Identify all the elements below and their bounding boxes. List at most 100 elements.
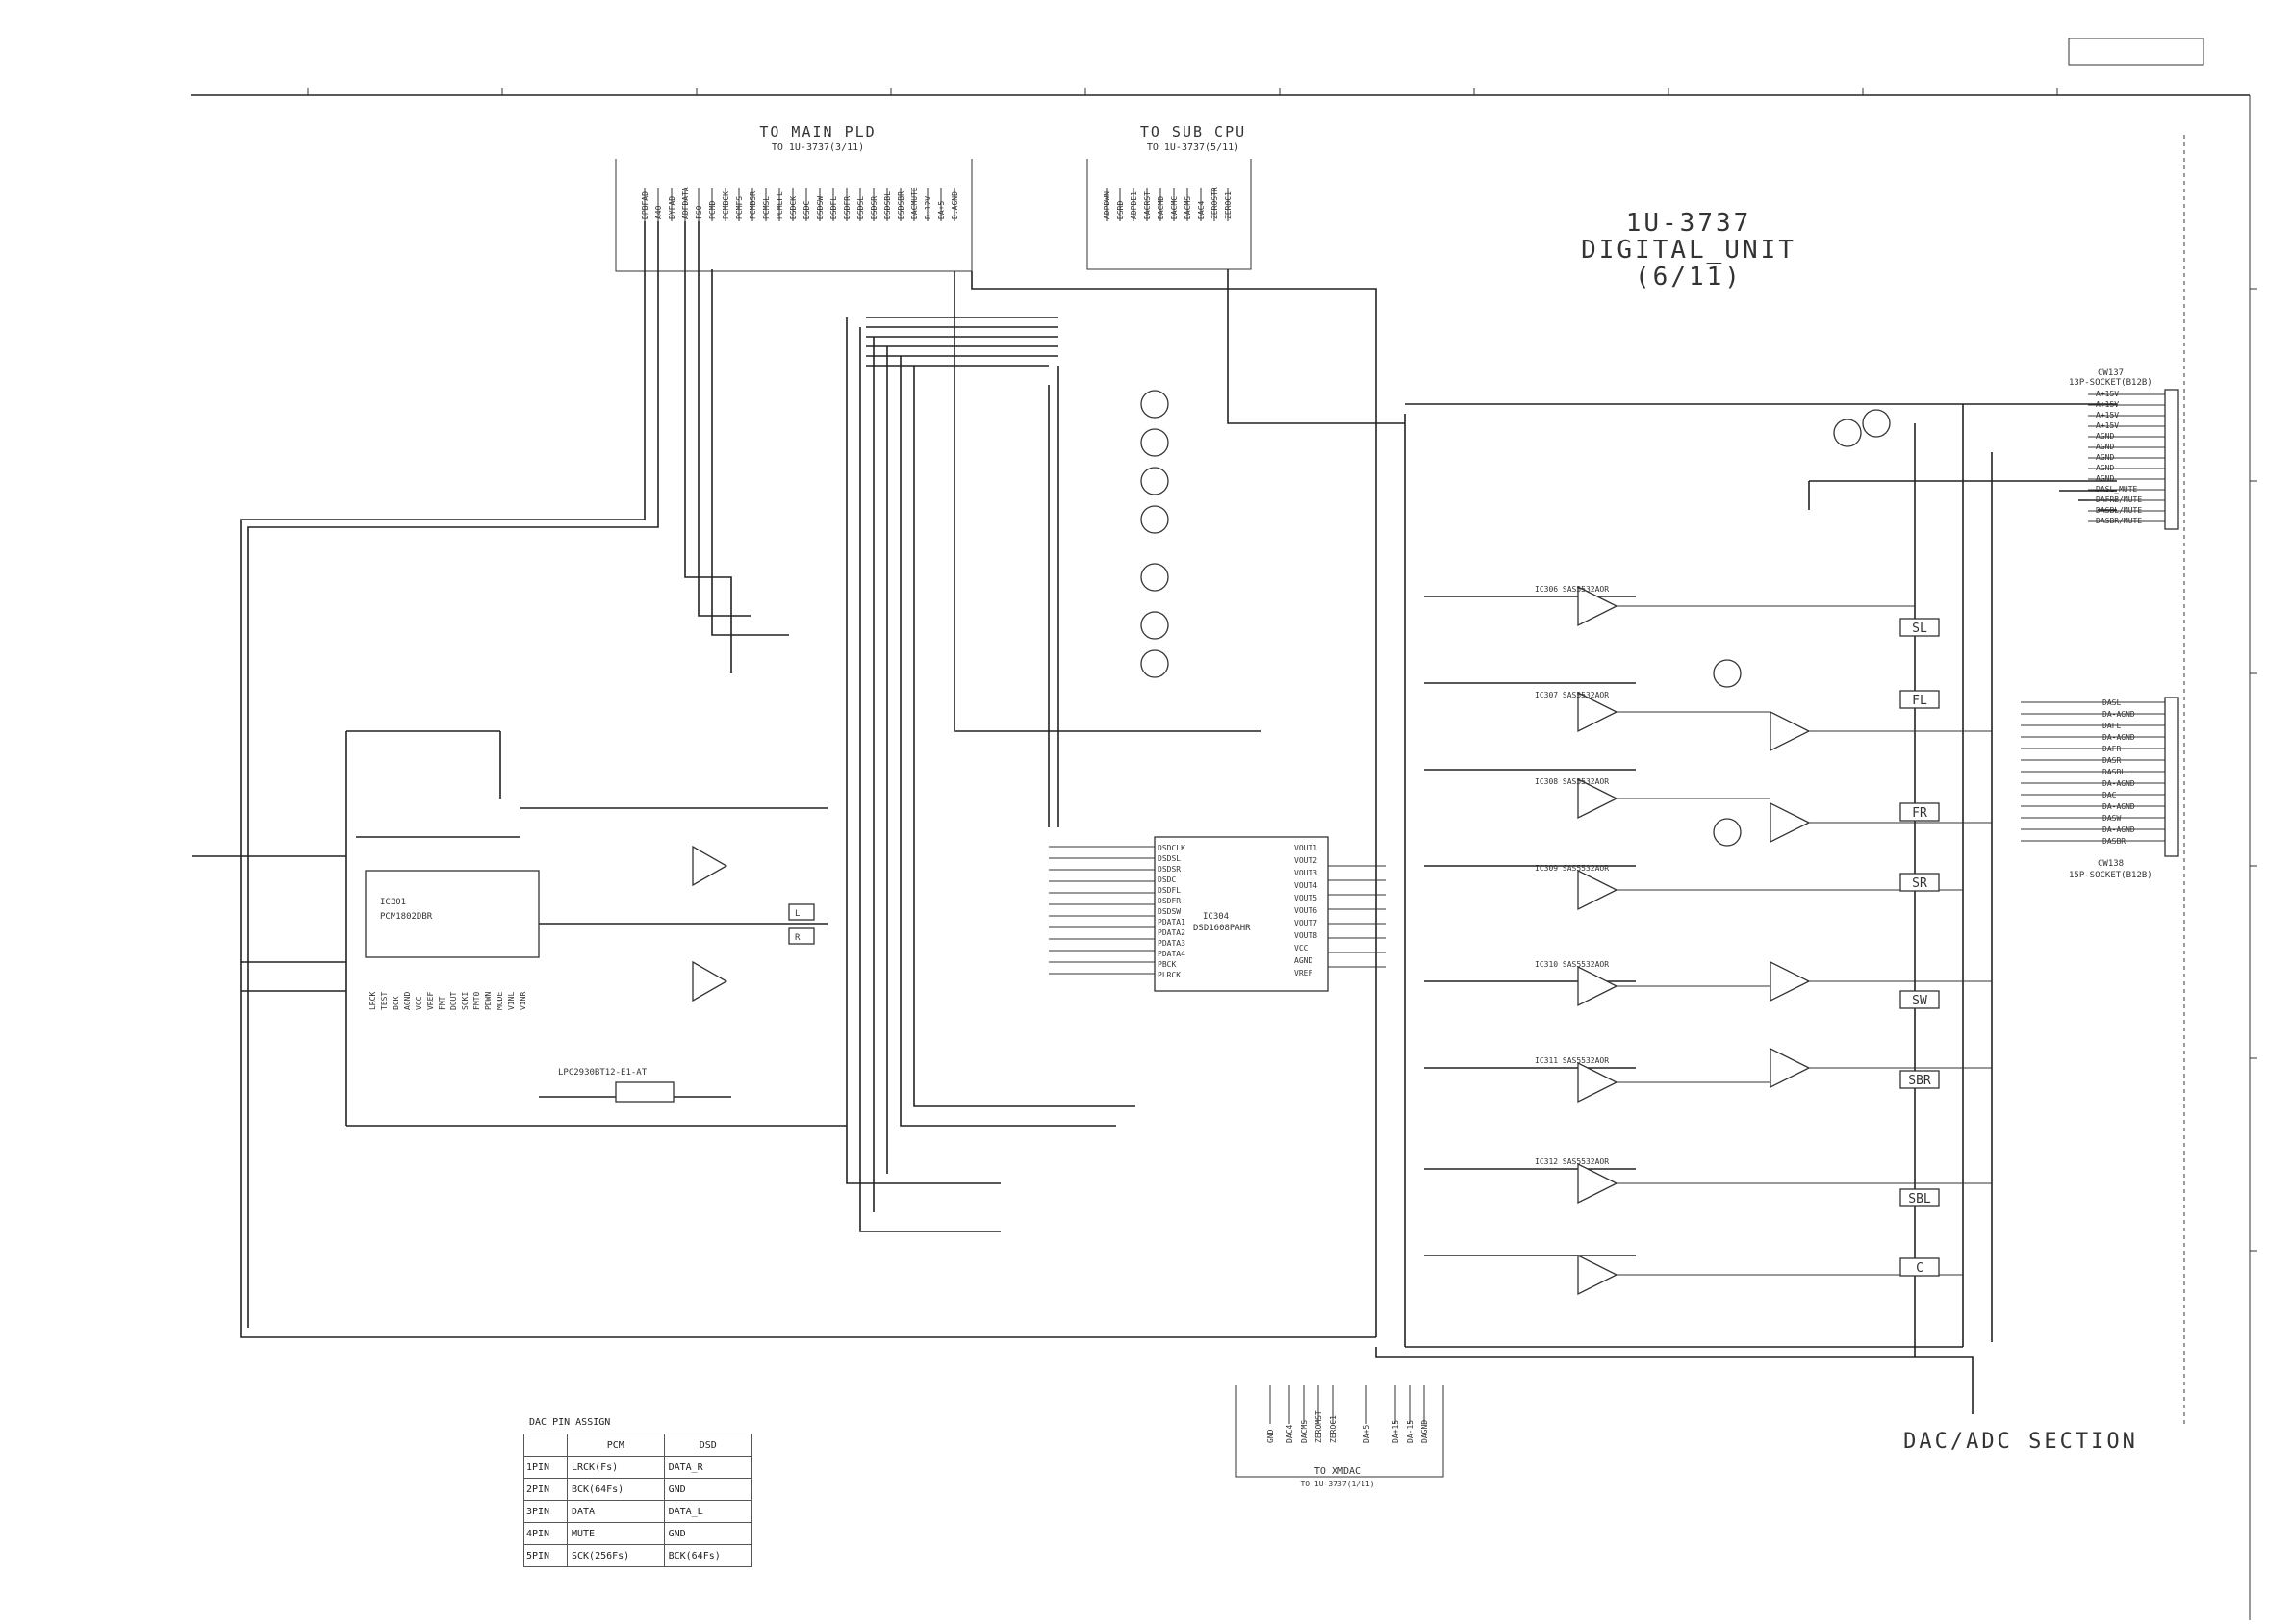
cw137-pin-label: AGND <box>2096 474 2114 483</box>
sub-cpu-net-label: ZEROSTR <box>1210 187 1219 219</box>
dac-left-pin-label: PDATA4 <box>1158 950 1185 958</box>
main-pld-net-label: DSDFR <box>843 196 852 219</box>
main-pld-net-label: DACMUTE <box>910 187 919 219</box>
channel-label-fr: FR <box>1912 806 1927 821</box>
adc-block: IC301 PCM1802DBR L R LPC2930BT12-E1-AT <box>192 730 847 1127</box>
dac-pin-assign-title: DAC PIN ASSIGN <box>529 1417 611 1428</box>
channel-labels: SL FL FR SR SW SBR SBL C <box>1899 618 1940 1277</box>
main-pld-net-label: DSDSL <box>856 196 865 219</box>
unit-title-line1: 1U-3737 <box>1626 209 1752 238</box>
cw137-pin-label: AGND <box>2096 464 2114 472</box>
main-pld-net-label: DSDSR <box>870 196 879 219</box>
cw137-ref: CW137 <box>2098 368 2124 378</box>
xmdac-net-label: DA+15 <box>1391 1420 1400 1443</box>
cw137-pin-label: AGND <box>2096 453 2114 462</box>
connector-cw138: CW138 15P-SOCKET(B12B) <box>2021 697 2179 880</box>
adc-pin-label: VCC <box>415 996 423 1010</box>
cw137-pin-label: DASBL/MUTE <box>2096 506 2142 515</box>
cw138-pin-label: DAC <box>2102 791 2117 799</box>
opamp-stages <box>1424 585 1992 1296</box>
dac-right-pin-label: VOUT6 <box>1294 906 1317 915</box>
sub-cpu-ref: TO 1U-3737(5/11) <box>1147 142 1239 153</box>
table-cell: SCK(256Fs) <box>567 1544 665 1567</box>
table-row: 5PIN SCK(256Fs) BCK(64Fs) <box>523 1544 753 1567</box>
main-pld-net-label: D.AGND <box>951 191 959 219</box>
channel-label-fl: FL <box>1912 694 1927 708</box>
sub-cpu-net-label: ADPDWN <box>1103 191 1111 219</box>
dac-left-pin-label: DSDFL <box>1158 886 1181 895</box>
main-pld-title: TO MAIN_PLD <box>759 123 876 140</box>
cw138-pin-label: DA-AGND <box>2102 802 2135 811</box>
adc-pin-label: PDWN <box>484 992 493 1010</box>
dac-right-pin-label: VOUT2 <box>1294 856 1317 865</box>
dac-right-pin-label: VCC <box>1294 944 1309 952</box>
table-cell: DATA_L <box>663 1500 753 1523</box>
dac-left-pin-label: DSDSL <box>1158 854 1181 863</box>
main-pld-net-label: PCMLFE <box>776 191 784 219</box>
adc-pin-label: LRCK <box>369 992 377 1010</box>
xmdac-net-label: ZEROC1 <box>1329 1415 1337 1443</box>
cw137-type: 13P-SOCKET(B12B) <box>2069 378 2152 388</box>
adc-pin-label: TEST <box>380 992 389 1010</box>
table-cell: LRCK(Fs) <box>567 1456 665 1479</box>
dac-right-pin-label: VOUT3 <box>1294 869 1317 877</box>
cw138-type: 15P-SOCKET(B12B) <box>2069 871 2152 880</box>
table-header: PCM <box>567 1434 665 1457</box>
main-pld-net-label: DSDSBR <box>897 191 905 219</box>
cw137-pin-label: A+15V <box>2096 421 2119 430</box>
table-row: 4PIN MUTE GND <box>523 1522 753 1545</box>
unit-title-line2: DIGITAL_UNIT <box>1581 236 1796 265</box>
xmdac-net-label: DAC4 <box>1286 1425 1294 1443</box>
table-cell: 2PIN <box>523 1478 568 1501</box>
main-pld-net-label: PCMFS <box>735 196 744 219</box>
table-cell: 4PIN <box>523 1522 568 1545</box>
table-cell: 5PIN <box>523 1544 568 1567</box>
opamp-label: IC312 SAS5532AOR <box>1535 1157 1609 1166</box>
table-cell: GND <box>663 1522 753 1545</box>
xmdac-net-label: GND <box>1266 1429 1275 1443</box>
xmdac-ref: TO 1U-3737(1/11) <box>1300 1480 1374 1488</box>
table-cell: 3PIN <box>523 1500 568 1523</box>
cw138-pin-label: DASR <box>2102 756 2121 765</box>
sub-cpu-title: TO SUB_CPU <box>1140 123 1246 140</box>
cw138-pin-label: DAFR <box>2102 745 2121 753</box>
dac-left-pin-label: PDATA2 <box>1158 928 1185 937</box>
channel-label-sl: SL <box>1912 622 1927 636</box>
cw138-pin-label: DASBL <box>2102 768 2126 776</box>
adc-pin-label: VREF <box>426 992 435 1010</box>
adc-ref: IC301 <box>380 898 406 907</box>
main-pld-net-label: PCMBSR <box>749 191 757 219</box>
sub-cpu-net-label: DAC4 <box>1197 201 1206 219</box>
adc-pin-label: VINL <box>507 992 516 1010</box>
opamp-label: IC310 SAS5532AOR <box>1535 960 1609 969</box>
adc-pin-label: FMT <box>438 996 446 1010</box>
table-header <box>523 1434 568 1457</box>
dac-part: DSD1608PAHR <box>1193 924 1251 933</box>
opamp-label: IC309 SAS5532AOR <box>1535 864 1609 873</box>
cw137-pin-label: AGND <box>2096 432 2114 441</box>
main-pld-net-label: BYFAD <box>668 196 676 219</box>
dac-left-pin-label: DSDC <box>1158 875 1176 884</box>
reg-part: LPC2930BT12-E1-AT <box>558 1068 648 1078</box>
xmdac-net-label: DACMS <box>1300 1420 1309 1443</box>
table-cell: DATA <box>567 1500 665 1523</box>
dac-right-pin-label: VREF <box>1294 969 1312 977</box>
xmdac-net-label: DA+5 <box>1362 1425 1371 1443</box>
main-pld-net-label: DSDCK <box>789 196 798 219</box>
svg-text:L: L <box>795 909 800 919</box>
sub-cpu-net-label: DSRD <box>1116 201 1125 219</box>
sub-cpu-net-label: DACRST <box>1143 191 1152 219</box>
opamp-label: IC306 SAS5532AOR <box>1535 585 1609 594</box>
sub-cpu-pins <box>1106 188 1229 221</box>
xmdac-net-label: DA-15 <box>1406 1420 1414 1443</box>
adc-pin-label: SCKI <box>461 992 470 1010</box>
page-number-box <box>2068 38 2204 66</box>
channel-label-sw: SW <box>1912 994 1927 1008</box>
main-pld-net-label: ADFDATA <box>681 187 690 219</box>
main-pld-net-label: DPBFAD <box>641 191 649 219</box>
adc-pin-label: MODE <box>496 992 504 1010</box>
cw138-pin-label: DASBR <box>2102 837 2126 846</box>
cw138-pin-label: DASW <box>2102 814 2121 823</box>
bus-wiring <box>240 221 2117 1414</box>
